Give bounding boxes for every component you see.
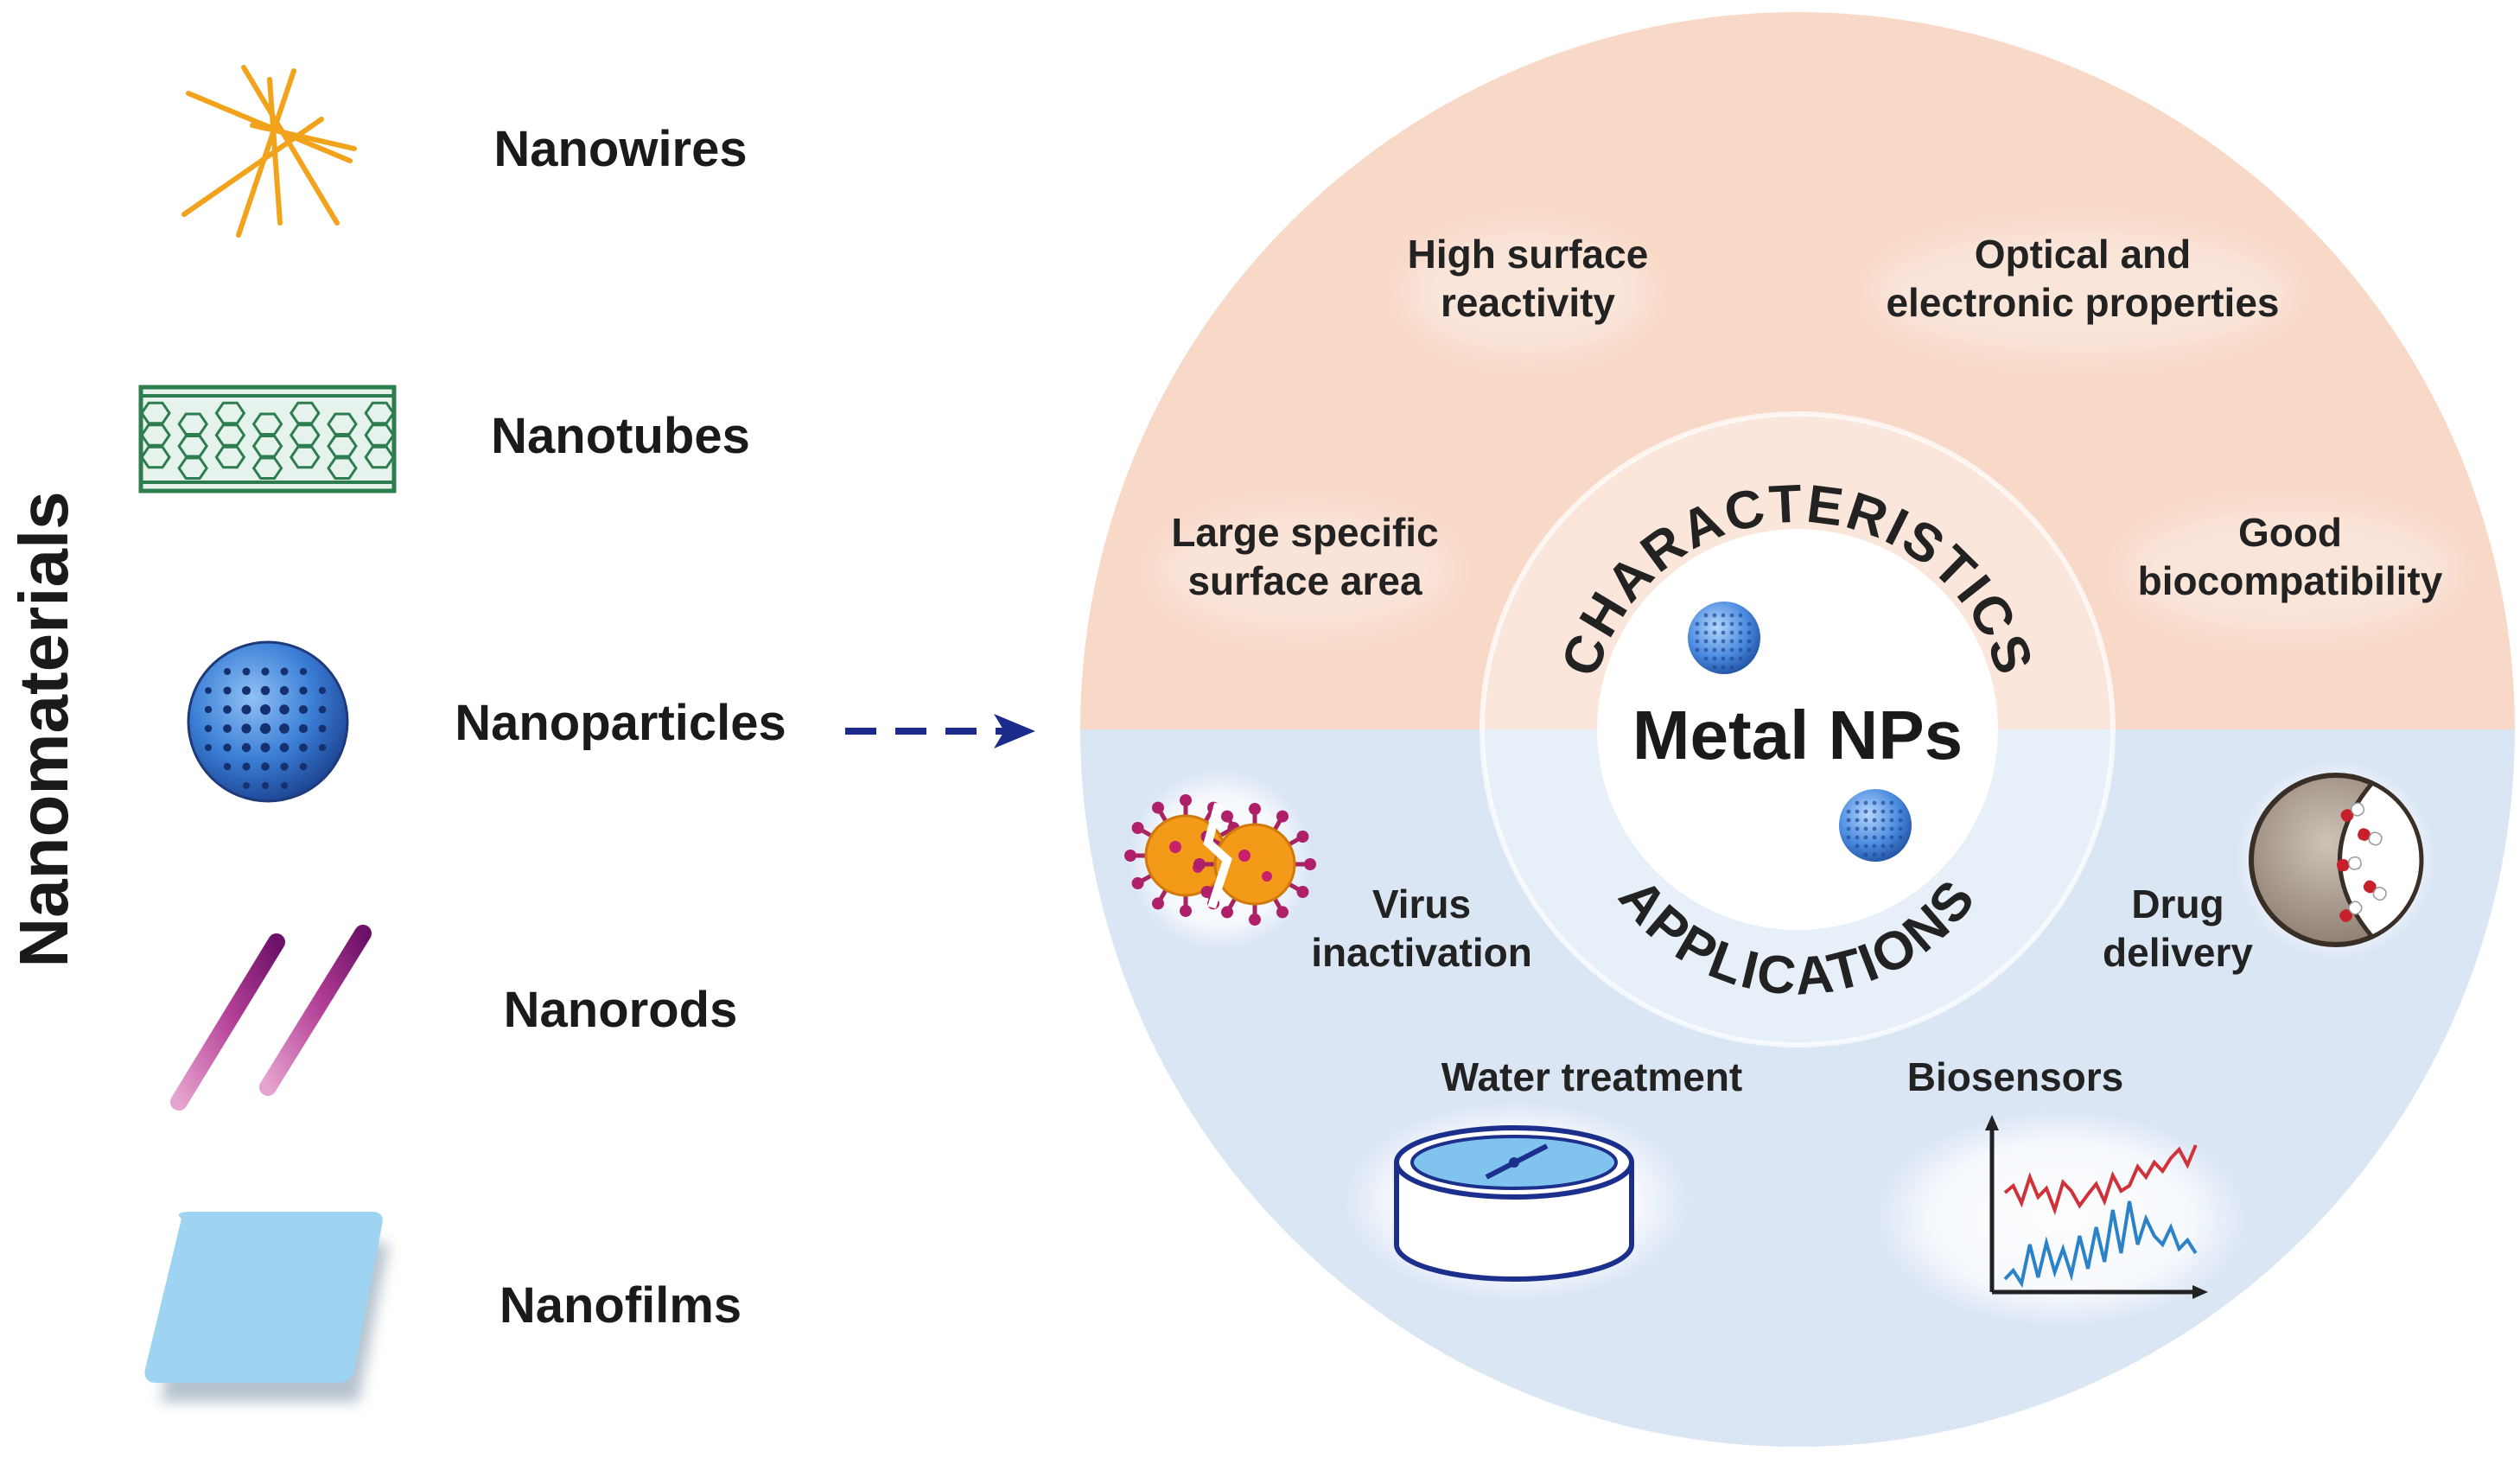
- characteristic-label-line: surface area: [1187, 558, 1422, 603]
- water-filter-icon: [1394, 1125, 1634, 1282]
- virus-icon: [1124, 794, 1316, 926]
- characteristic-label-line: electronic properties: [1886, 280, 2279, 325]
- nanowires-icon: [181, 65, 357, 238]
- biosensor-graph-icon: [1985, 1115, 2208, 1299]
- nanomaterials-vertical-label: Nanomaterials: [5, 491, 82, 967]
- nanomaterial-label-nanowires: Nanowires: [493, 121, 747, 177]
- center-particle-top-icon: [1688, 602, 1760, 674]
- characteristic-label-line: Optical and: [1975, 232, 2191, 277]
- characteristic-high-surface-reactivity: High surface reactivity: [1408, 232, 1649, 325]
- nanomaterial-label-nanofilms: Nanofilms: [500, 1277, 741, 1334]
- characteristic-biocompatibility: Good biocompatibility: [2138, 510, 2443, 603]
- dashed-arrow-icon: [845, 714, 1035, 748]
- characteristic-label-line: reactivity: [1441, 280, 1615, 325]
- application-biosensors: Biosensors: [1907, 1054, 2124, 1099]
- characteristic-large-surface-area: Large specific surface area: [1171, 510, 1438, 603]
- application-drug-delivery: Drug delivery: [2103, 882, 2253, 975]
- nanofilm-icon: [144, 1212, 389, 1402]
- characteristic-label-line: Good: [2238, 510, 2342, 555]
- nanomaterial-label-nanorods: Nanorods: [504, 982, 738, 1038]
- nanomaterial-label-nanoparticles: Nanoparticles: [455, 695, 786, 751]
- nanotube-icon: [138, 385, 397, 493]
- application-label-line: Virus: [1372, 882, 1471, 926]
- center-title: Metal NPs: [1632, 697, 1963, 774]
- application-virus-inactivation: Virus inactivation: [1311, 882, 1532, 975]
- application-label-line: delivery: [2103, 930, 2253, 975]
- characteristic-label-line: Large specific: [1171, 510, 1438, 555]
- characteristic-label-line: High surface: [1408, 232, 1649, 277]
- characteristic-label-line: biocompatibility: [2138, 558, 2443, 603]
- nanorods-icon: [170, 925, 372, 1111]
- nanoparticle-icon: [187, 640, 349, 803]
- nanomaterial-label-nanotubes: Nanotubes: [491, 408, 750, 464]
- center-particle-bottom-icon: [1839, 789, 1912, 862]
- application-label-line: inactivation: [1311, 930, 1532, 975]
- application-water-treatment: Water treatment: [1441, 1054, 1742, 1099]
- application-label-line: Drug: [2131, 882, 2224, 926]
- characteristic-optical-electronic: Optical and electronic properties: [1886, 232, 2279, 325]
- drug-delivery-cell-icon: [2249, 773, 2424, 947]
